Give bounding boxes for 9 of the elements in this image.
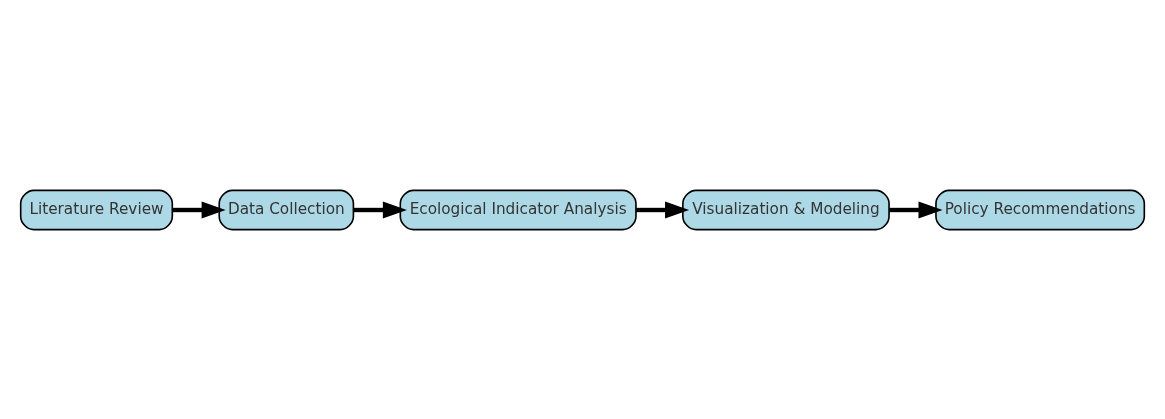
arrow — [172, 201, 226, 218]
node-box: Ecological Indicator Analysis — [399, 189, 637, 230]
node-box: Literature Review — [19, 189, 174, 230]
arrow — [636, 201, 690, 218]
node-box: Visualization & Modeling — [682, 189, 890, 230]
arrow — [353, 201, 407, 218]
node-box: Data Collection — [218, 189, 355, 230]
node-box: Policy Recommendations — [935, 189, 1146, 230]
arrow — [889, 201, 943, 218]
